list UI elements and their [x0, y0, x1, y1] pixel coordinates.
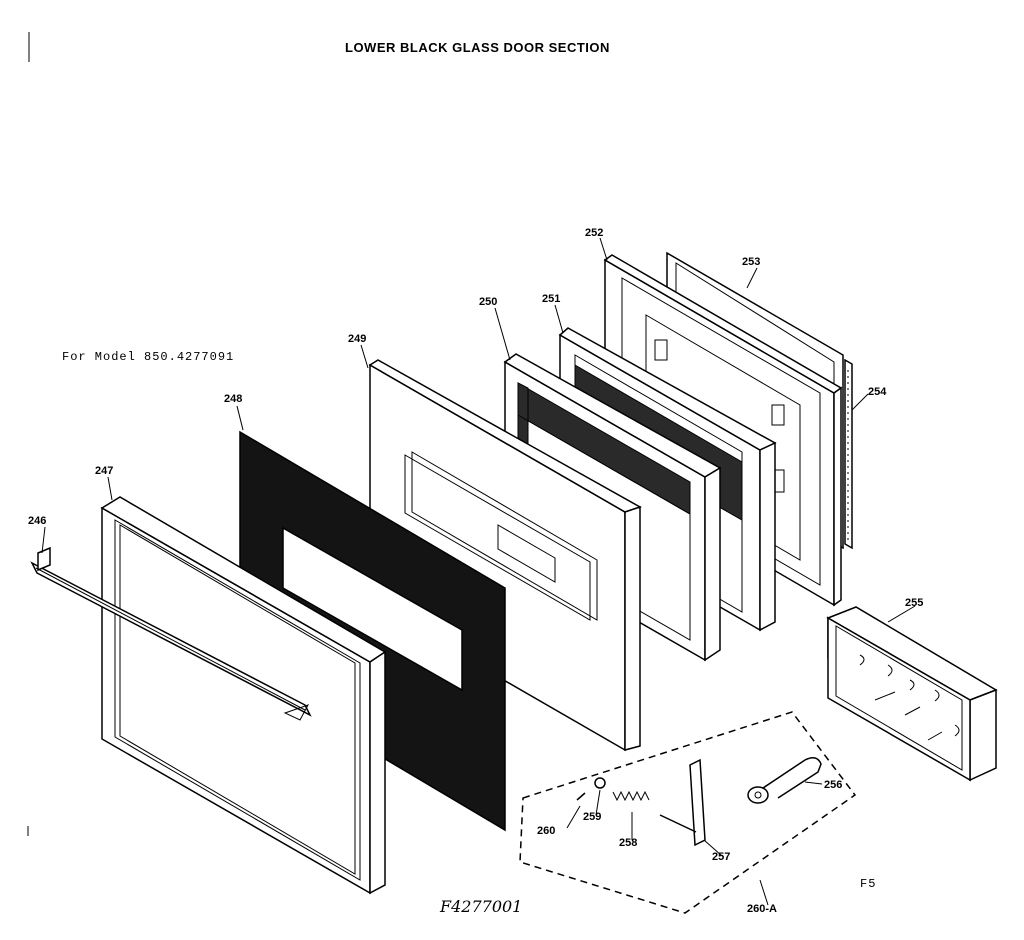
page-code: F5 [860, 877, 876, 891]
label-259: 259 [583, 811, 601, 823]
label-260a: 260-A [747, 903, 777, 915]
strip-254 [844, 358, 853, 550]
label-258: 258 [619, 837, 637, 849]
spring-258 [612, 790, 650, 802]
model-note: For Model 850.4277091 [62, 350, 234, 364]
box-255 [826, 606, 998, 782]
label-256: 256 [824, 779, 842, 791]
leader-lines [41, 237, 916, 906]
label-250: 250 [479, 296, 497, 308]
label-260: 260 [537, 825, 555, 837]
handle-bracket-246 [30, 546, 312, 721]
diagram-title: LOWER BLACK GLASS DOOR SECTION [345, 40, 610, 55]
inner-door-panel-249 [362, 359, 642, 752]
handle-256 [747, 757, 822, 804]
drawing-number: F4277001 [439, 897, 522, 916]
label-246: 246 [28, 515, 46, 527]
label-249: 249 [348, 333, 366, 345]
door-frame-247 [100, 496, 387, 895]
pin-259 [594, 777, 606, 789]
label-254: 254 [868, 386, 887, 398]
latch-kit-260a-outline [519, 711, 857, 914]
lever-257 [659, 758, 706, 847]
label-253: 253 [742, 256, 760, 268]
callout-labels: 246 247 248 249 250 251 252 253 254 255 … [28, 227, 923, 915]
clip-260 [576, 792, 586, 801]
label-248: 248 [224, 393, 242, 405]
label-252: 252 [585, 227, 603, 239]
label-251: 251 [542, 293, 560, 305]
label-247: 247 [95, 465, 113, 477]
label-257: 257 [712, 851, 730, 863]
label-255: 255 [905, 597, 923, 609]
